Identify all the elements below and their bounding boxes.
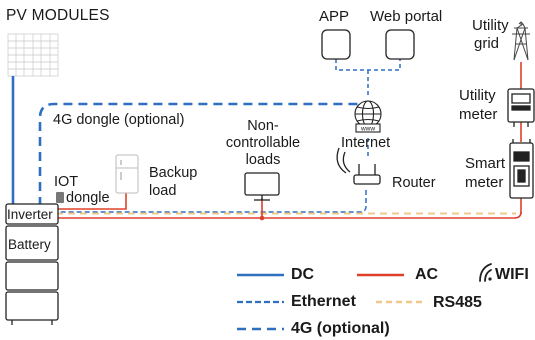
utility-grid-label-1: Utility <box>472 17 509 34</box>
router-label: Router <box>392 175 436 191</box>
smart-meter-label-2: meter <box>465 174 504 191</box>
router-icon <box>336 147 381 185</box>
iot-dongle-label-1: IOT <box>54 174 79 190</box>
web-portal-label: Web portal <box>370 8 443 25</box>
iot-dongle-icon <box>56 192 64 203</box>
battery-label: Battery <box>8 237 51 252</box>
legend-ethernet-label: Ethernet <box>291 293 356 310</box>
utility-meter-label-2: meter <box>459 106 498 123</box>
internet-globe-icon: www <box>354 100 382 133</box>
backup-load-label-2: load <box>149 183 177 199</box>
4g-dongle-label: 4G dongle (optional) <box>53 112 185 128</box>
legend-4g-label: 4G (optional) <box>291 320 390 337</box>
pv-modules-label: PV MODULES <box>6 7 110 24</box>
legend-rs485-label: RS485 <box>433 294 482 311</box>
legend-ac-label: AC <box>415 266 439 283</box>
backup-load-label-1: Backup <box>149 165 198 181</box>
utility-meter-icon <box>507 88 535 127</box>
pv-modules-icon <box>7 33 59 77</box>
app-icon <box>321 29 351 60</box>
iot-dongle-label-2: dongle <box>66 190 110 206</box>
utility-grid-tower-icon <box>512 21 530 61</box>
inverter-label: Inverter <box>7 207 53 222</box>
ethernet-router-link <box>56 190 367 213</box>
legend-dc-label: DC <box>291 266 315 283</box>
legend-wifi-label: WIFI <box>495 266 529 283</box>
smart-meter-label-1: Smart <box>465 155 506 172</box>
web-portal-icon <box>385 29 415 60</box>
svg-text:www: www <box>360 126 375 133</box>
ethernet-cloud-links <box>335 59 401 158</box>
non-controllable-label-2: controllable <box>225 135 301 151</box>
wifi-icon <box>479 263 492 282</box>
internet-label: Internet <box>341 135 391 151</box>
monitor-icon <box>244 172 280 201</box>
fridge-icon <box>115 154 139 194</box>
non-controllable-label-1: Non- <box>247 118 279 134</box>
utility-grid-label-2: grid <box>474 35 500 52</box>
ac-junction-dot <box>259 215 265 221</box>
non-controllable-label-3: loads <box>245 152 281 168</box>
4g-link <box>38 102 360 206</box>
smart-meter-icon <box>509 139 534 199</box>
utility-meter-label-1: Utility <box>459 87 496 104</box>
app-label: APP <box>319 8 350 25</box>
inverter-battery-stack <box>5 203 59 325</box>
